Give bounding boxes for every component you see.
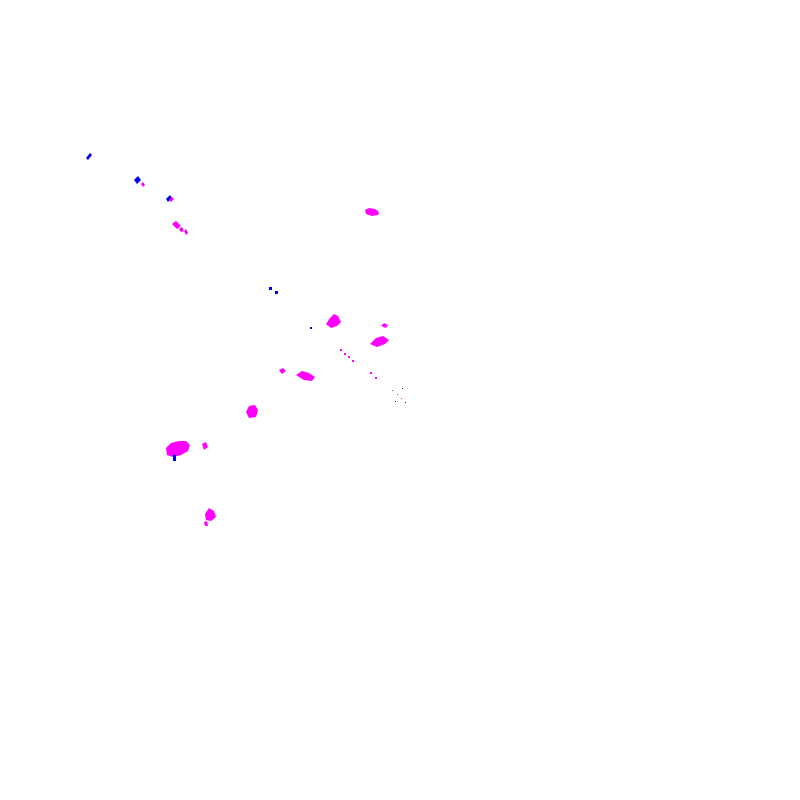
trail-dot: [348, 356, 350, 358]
trail-dot: [395, 401, 396, 402]
upper-middle-blob: [365, 208, 379, 216]
trail-dot: [344, 353, 346, 355]
magenta-streak: [169, 197, 174, 202]
trail-dot: [392, 390, 393, 391]
upper-left-streak-cluster: [86, 153, 188, 235]
trail-dot: [402, 388, 403, 389]
central-blob-cluster: [246, 314, 389, 418]
blue-specks: [269, 287, 312, 329]
blue-streak: [86, 153, 92, 160]
blue-speck: [275, 291, 278, 294]
magenta-blob: [365, 208, 379, 216]
trail-dot: [405, 402, 406, 403]
magenta-blob: [205, 508, 216, 521]
magenta-blob: [370, 336, 389, 347]
trail-dot: [401, 398, 402, 399]
magenta-blob: [326, 314, 341, 328]
magenta-blob: [279, 368, 286, 374]
magenta-streak: [172, 221, 181, 229]
magenta-blob: [202, 442, 208, 450]
magenta-blob: [166, 441, 190, 457]
magenta-blob: [381, 323, 388, 328]
magenta-streak: [141, 182, 145, 187]
trail-dot: [375, 377, 377, 379]
magenta-streak: [179, 227, 184, 232]
trail-dot: [397, 394, 398, 395]
blue-streak: [166, 195, 172, 202]
trail-dot: [370, 372, 372, 374]
blue-speck: [173, 455, 176, 461]
magenta-blob: [296, 371, 315, 381]
blue-speck: [310, 327, 312, 329]
blue-speck: [269, 287, 272, 290]
trail-dot: [352, 360, 354, 362]
blue-streak: [134, 176, 141, 184]
lower-left-blob-cluster: [166, 441, 216, 526]
magenta-streak: [184, 229, 188, 235]
magenta-blob: [246, 405, 258, 418]
magenta-streak: [204, 521, 208, 526]
dotted-diagonal-trail: [340, 349, 406, 403]
trail-dot: [340, 349, 342, 351]
